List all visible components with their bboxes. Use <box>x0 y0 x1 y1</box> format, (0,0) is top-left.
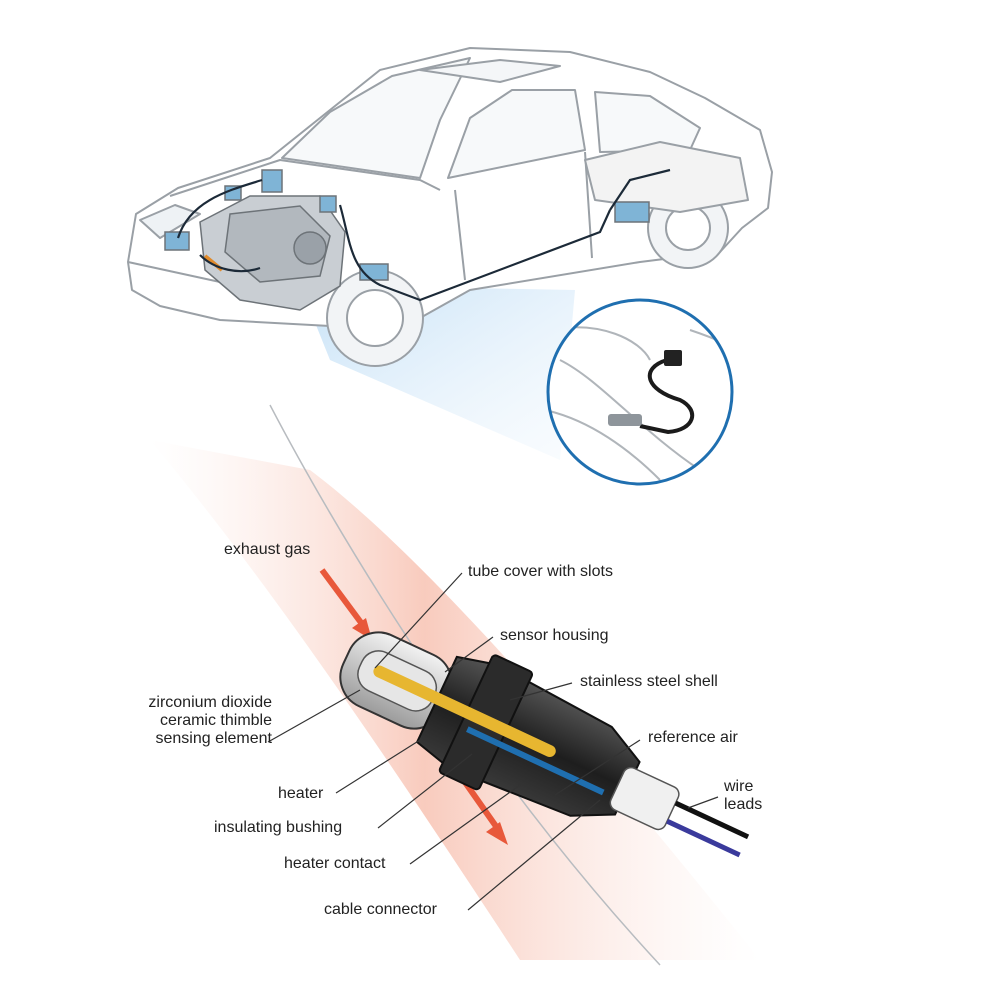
label-reference-air: reference air <box>648 729 738 746</box>
leader-lines <box>267 572 719 911</box>
label-wire-leads: wire leads <box>724 778 763 813</box>
label-heater: heater <box>278 785 324 802</box>
label-tube-cover: tube cover with slots <box>468 563 613 580</box>
engine-illustration <box>164 169 650 311</box>
sensor-closeup-inset <box>546 298 734 486</box>
wiring-harness <box>176 168 671 302</box>
label-stainless-shell: stainless steel shell <box>580 673 718 690</box>
label-sensor-housing: sensor housing <box>500 627 609 644</box>
label-exhaust-gas: exhaust gas <box>224 541 311 558</box>
label-zirconium-element: zirconium dioxide ceramic thimble sensin… <box>148 694 272 747</box>
label-cable-connector: cable connector <box>324 901 437 918</box>
label-insulating-bushing: insulating bushing <box>214 819 343 836</box>
label-heater-contact: heater contact <box>284 855 386 872</box>
